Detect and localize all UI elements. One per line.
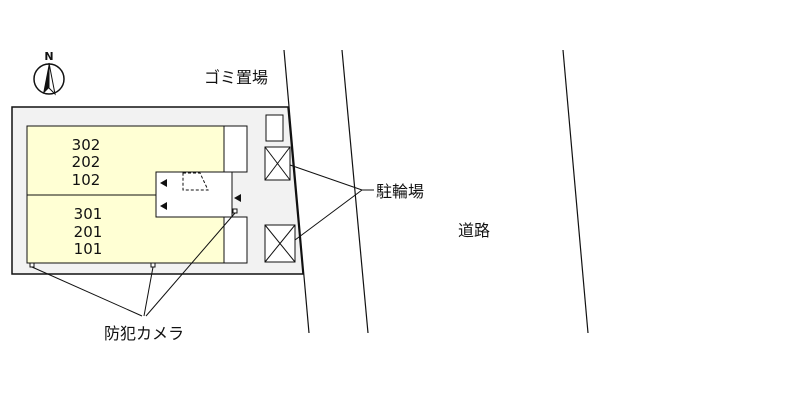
entrance-arrow-2 — [160, 202, 167, 210]
bicycle-parking-leaders — [289, 164, 374, 241]
road-edge-line-1 — [283, 49, 310, 334]
unit-label-201: 201 — [74, 223, 103, 241]
camera-leaders — [31, 212, 236, 317]
garbage-area — [265, 114, 284, 142]
unit-label-102: 102 — [72, 171, 101, 189]
unit-label-101: 101 — [74, 240, 103, 258]
unit-label-301: 301 — [74, 205, 103, 223]
road-edge-line-3 — [562, 49, 589, 334]
stair-outline — [182, 172, 209, 191]
camera-marker-3 — [232, 208, 238, 214]
road-edge-line-2 — [341, 49, 369, 334]
bicycle-parking-box-1 — [264, 146, 291, 181]
road-label: 道路 — [458, 221, 490, 240]
north-compass-icon: N — [33, 50, 65, 96]
side-block-upper — [223, 125, 248, 173]
unit-label-202: 202 — [72, 153, 101, 171]
security-camera-label: 防犯カメラ — [104, 324, 184, 343]
bicycle-parking-label: 駐輪場 — [376, 182, 424, 201]
unit-label-302: 302 — [72, 136, 101, 154]
camera-marker-2 — [150, 262, 156, 268]
entrance-arrow-3 — [234, 194, 241, 202]
bicycle-parking-box-2 — [264, 224, 296, 263]
camera-marker-1 — [29, 262, 35, 268]
side-block-lower — [223, 216, 248, 264]
road-lines — [283, 49, 589, 334]
entrance-arrow-1 — [160, 179, 167, 187]
north-label: N — [44, 50, 53, 63]
stair-corridor — [155, 171, 233, 218]
garbage-area-label: ゴミ置場 — [204, 68, 268, 87]
